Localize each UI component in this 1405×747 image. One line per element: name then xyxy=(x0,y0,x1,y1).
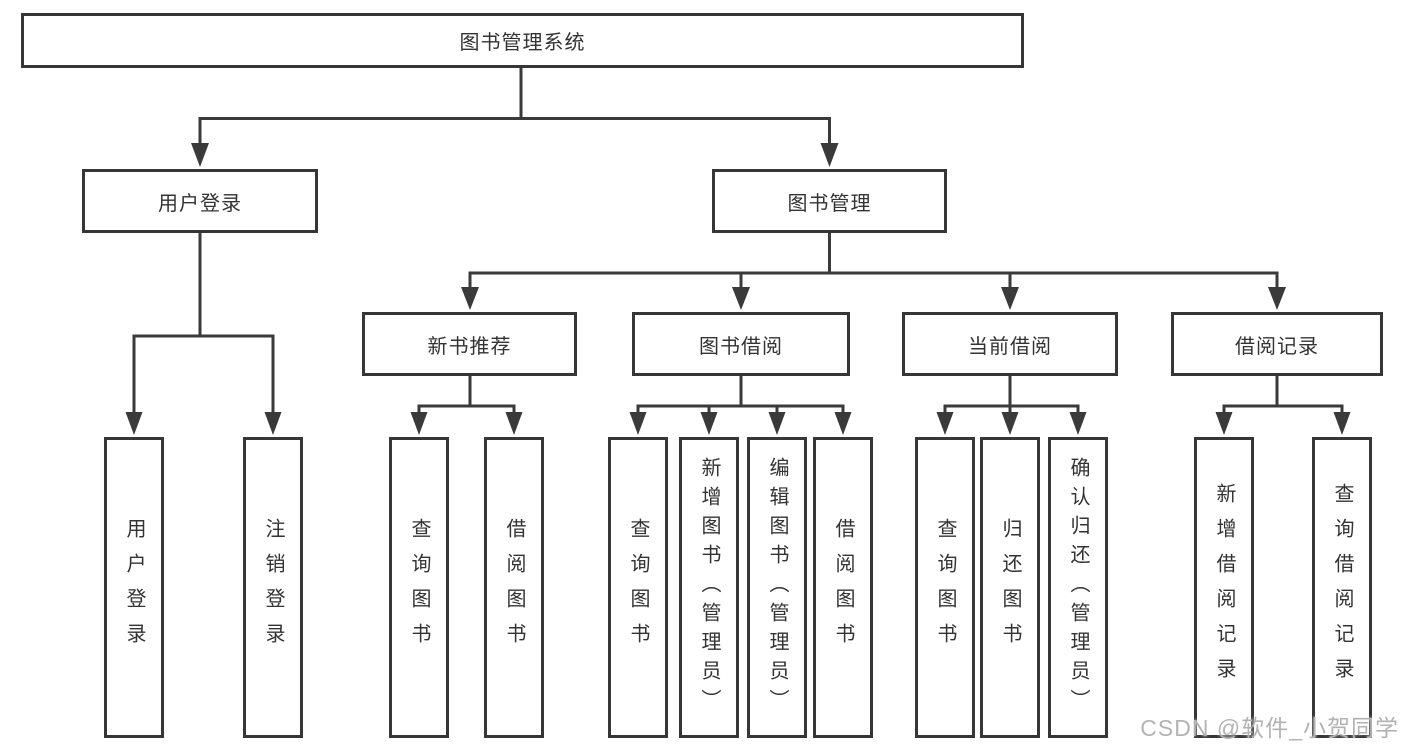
leaf-logout: 注销登录 xyxy=(243,437,303,738)
leaf-query-borrow-record: 查询借阅记录 xyxy=(1312,437,1372,738)
leaf-borrow-books-borrowing-label: 借阅图书 xyxy=(832,517,854,658)
leaf-add-borrow-record: 新增借阅记录 xyxy=(1194,437,1254,738)
leaf-return-books-label: 归还图书 xyxy=(999,517,1021,658)
leaf-add-books-admin-label: 新增图书（管理员） xyxy=(698,457,720,718)
leaf-user-login-label: 用户登录 xyxy=(123,517,145,658)
connector-level3-bus xyxy=(468,233,1279,290)
leaf-user-login: 用户登录 xyxy=(104,437,164,738)
node-user-login: 用户登录 xyxy=(82,169,318,233)
node-library-management-system: 图书管理系统 xyxy=(21,13,1024,68)
leaf-query-books-recommend: 查询图书 xyxy=(389,437,449,738)
arrow-book-management xyxy=(820,143,839,167)
arrow-recommend xyxy=(461,287,479,310)
leaf-confirm-return-admin-label: 确认归还（管理员） xyxy=(1067,457,1089,718)
connector-recommend-children xyxy=(417,376,516,414)
leaf-query-books-borrowing: 查询图书 xyxy=(608,437,668,738)
leaf-logout-label: 注销登录 xyxy=(262,517,284,658)
arrow-current xyxy=(1001,287,1019,310)
leaf-query-books-current-label: 查询图书 xyxy=(934,517,956,658)
leaf-add-borrow-record-label: 新增借阅记录 xyxy=(1213,482,1235,693)
leaf-borrow-books-recommend-label: 借阅图书 xyxy=(503,517,525,658)
leaf-query-borrow-record-label: 查询借阅记录 xyxy=(1331,482,1353,693)
csdn-watermark: CSDN @软件_小贺同学 xyxy=(1140,715,1399,741)
connector-current-children xyxy=(943,376,1080,414)
connector-records-children xyxy=(1222,376,1344,414)
arrow-user-login xyxy=(191,143,209,167)
leaf-borrow-books-borrowing: 借阅图书 xyxy=(813,437,873,738)
leaf-borrow-books-recommend: 借阅图书 xyxy=(484,437,544,738)
leaf-add-books-admin: 新增图书（管理员） xyxy=(679,437,739,738)
arrow-borrowing xyxy=(732,287,750,310)
leaf-edit-books-admin-label: 编辑图书（管理员） xyxy=(766,457,788,718)
leaf-return-books: 归还图书 xyxy=(980,437,1040,738)
leaf-edit-books-admin: 编辑图书（管理员） xyxy=(747,437,807,738)
leaf-query-books-borrowing-label: 查询图书 xyxy=(627,517,649,658)
node-current-borrowing: 当前借阅 xyxy=(902,312,1118,376)
arrow-records xyxy=(1268,287,1286,310)
node-new-book-recommendation: 新书推荐 xyxy=(362,312,577,376)
node-borrowing-records: 借阅记录 xyxy=(1171,312,1383,376)
leaf-confirm-return-admin: 确认归还（管理员） xyxy=(1048,437,1108,738)
connector-user-login-children xyxy=(132,233,275,414)
leaf-query-books-current: 查询图书 xyxy=(915,437,975,738)
connector-level2-bus xyxy=(198,117,831,146)
node-book-management: 图书管理 xyxy=(712,169,947,233)
node-book-borrowing: 图书借阅 xyxy=(632,312,850,376)
arrowheads xyxy=(125,143,1351,435)
leaf-query-books-recommend-label: 查询图书 xyxy=(408,517,430,658)
connector-borrowing-children xyxy=(636,376,845,414)
